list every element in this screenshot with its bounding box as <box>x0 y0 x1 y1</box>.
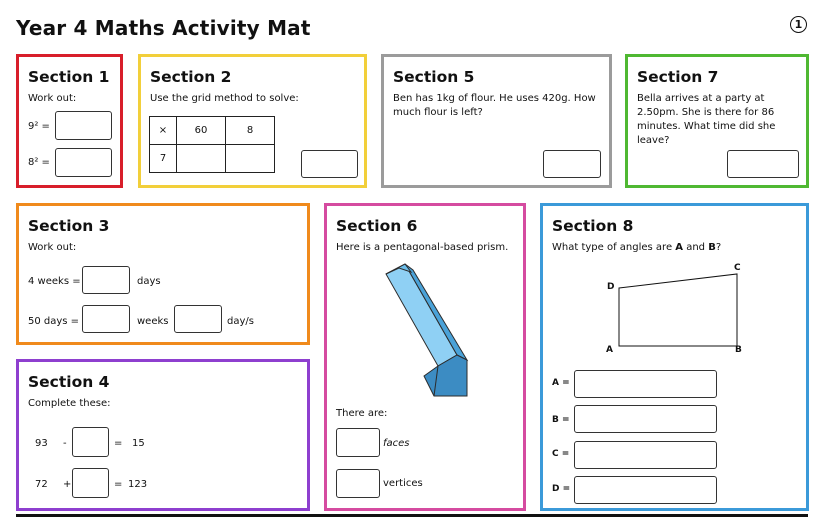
section-instruction: Use the grid method to solve: <box>150 93 299 104</box>
equation-number: 72 <box>35 479 48 490</box>
grid-cell-answer[interactable] <box>225 144 275 173</box>
grid-cell-operator: × <box>149 116 177 145</box>
answer-box[interactable] <box>72 468 109 498</box>
section-7-panel: Section 7 Bella arrives at a party at 2.… <box>625 54 809 188</box>
equation-operator: - <box>63 438 67 449</box>
answer-box[interactable] <box>727 150 799 178</box>
answer-label: D = <box>552 484 571 494</box>
unit-label: days <box>137 276 161 287</box>
section-heading: Section 7 <box>637 68 719 86</box>
answer-box[interactable] <box>82 266 130 294</box>
section-heading: Section 5 <box>393 68 475 86</box>
faces-label: faces <box>383 438 410 449</box>
section-instruction: What type of angles are A and B? <box>552 241 721 255</box>
footer-rule <box>16 514 808 517</box>
section-8-panel: Section 8 What type of angles are A and … <box>540 203 809 511</box>
grid-cell-answer[interactable] <box>176 144 226 173</box>
section-instruction: Complete these: <box>28 398 111 409</box>
equation-number: 15 <box>132 438 145 449</box>
equation-equals: = <box>114 438 123 449</box>
section-heading: Section 3 <box>28 217 110 235</box>
answer-box[interactable] <box>55 111 112 140</box>
answer-box[interactable] <box>301 150 358 178</box>
grid-cell-header: 60 <box>176 116 226 145</box>
angle-letter-a: A <box>675 242 684 253</box>
section-heading: Section 4 <box>28 373 110 391</box>
answer-box[interactable] <box>574 476 717 504</box>
equation-equals: = <box>114 479 123 490</box>
equation-operator: + <box>63 479 72 490</box>
answer-label: B = <box>552 415 570 425</box>
question-label: 9² = <box>28 121 50 132</box>
instruction-text: What type of angles are <box>552 242 676 253</box>
section-heading: Section 2 <box>150 68 232 86</box>
section-instruction: Here is a pentagonal-based prism. <box>336 242 509 253</box>
vertex-label-c: C <box>734 263 741 273</box>
answer-box[interactable] <box>574 441 717 469</box>
section-6-panel: Section 6 Here is a pentagonal-based pri… <box>324 203 526 511</box>
multiplication-grid: × 60 8 7 <box>149 116 275 173</box>
instruction-text: ? <box>715 242 722 253</box>
page-number-badge: 1 <box>790 16 807 33</box>
answer-box[interactable] <box>55 148 112 177</box>
page-title: Year 4 Maths Activity Mat <box>16 16 311 40</box>
pentagonal-prism-illustration <box>385 263 469 397</box>
vertex-label-b: B <box>735 345 742 355</box>
equation-number: 93 <box>35 438 48 449</box>
section-4-panel: Section 4 Complete these: 93 - = 15 72 +… <box>16 359 310 511</box>
grid-cell-header: 8 <box>225 116 275 145</box>
answer-box[interactable] <box>82 305 130 333</box>
section-heading: Section 6 <box>336 217 418 235</box>
section-question: Bella arrives at a party at 2.50pm. She … <box>637 93 776 146</box>
answer-box[interactable] <box>72 427 109 457</box>
section-5-panel: Section 5 Ben has 1kg of flour. He uses … <box>381 54 612 188</box>
section-1-panel: Section 1 Work out: 9² = 8² = <box>16 54 123 188</box>
grid-cell-row-header: 7 <box>149 144 177 173</box>
instruction-text: and <box>683 242 709 253</box>
angle-letter-b: B <box>708 242 716 253</box>
section-instruction: Work out: <box>28 242 77 253</box>
section-question: Ben has 1kg of flour. He uses 420g. How … <box>393 93 596 118</box>
unit-label: weeks <box>137 316 169 327</box>
vertices-label: vertices <box>383 478 423 489</box>
answer-box[interactable] <box>336 428 380 457</box>
answer-box[interactable] <box>336 469 380 498</box>
question-label: 50 days = <box>28 316 80 327</box>
unit-label: day/s <box>227 316 254 327</box>
there-are-label: There are: <box>336 408 388 419</box>
answer-label: A = <box>552 378 570 388</box>
quadrilateral-diagram <box>618 273 738 347</box>
question-label: 4 weeks = <box>28 276 81 287</box>
section-heading: Section 1 <box>28 68 110 86</box>
answer-box[interactable] <box>174 305 222 333</box>
answer-box[interactable] <box>574 405 717 433</box>
answer-box[interactable] <box>543 150 601 178</box>
answer-box[interactable] <box>574 370 717 398</box>
section-heading: Section 8 <box>552 217 634 235</box>
vertex-label-a: A <box>606 345 613 355</box>
section-3-panel: Section 3 Work out: 4 weeks = days 50 da… <box>16 203 310 345</box>
vertex-label-d: D <box>607 282 615 292</box>
equation-number: 123 <box>128 479 148 490</box>
answer-label: C = <box>552 449 570 459</box>
question-label: 8² = <box>28 157 50 168</box>
section-instruction: Work out: <box>28 93 77 104</box>
section-2-panel: Section 2 Use the grid method to solve: … <box>138 54 367 188</box>
